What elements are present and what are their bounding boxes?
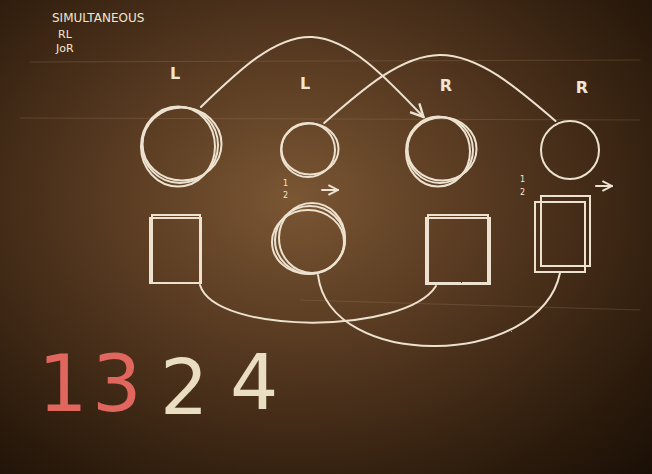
chalk-ring [143, 108, 222, 181]
arc-connector [324, 55, 555, 123]
side-letter: R [576, 80, 588, 96]
square-shape [535, 196, 590, 272]
order-number: 1 [38, 345, 88, 423]
chalk-smudge [20, 60, 640, 310]
note-text: RL [58, 29, 72, 40]
chalk-ring [141, 107, 215, 187]
direction-arrow [322, 189, 338, 191]
circle-node: R [541, 121, 599, 179]
step-mark: 2 [520, 189, 525, 197]
square-shape [426, 215, 490, 284]
pair-curve [318, 273, 560, 346]
note-text: SIMULTANEOUS [52, 12, 144, 24]
note-text: JoR [56, 43, 74, 54]
circle-outline [142, 107, 218, 183]
side-letter: L [170, 66, 180, 82]
side-letter: L [300, 76, 310, 92]
circle-outline [281, 123, 335, 177]
order-number: 2 [160, 350, 208, 426]
square-shape [150, 215, 201, 283]
circle-outline [407, 117, 473, 183]
circle-node: L [142, 107, 218, 183]
circle-outline [541, 121, 599, 179]
circle-node: L [281, 123, 335, 177]
side-letter: R [440, 78, 452, 94]
chalk-ring [541, 121, 599, 179]
order-number: 3 [92, 345, 142, 423]
direction-arrow [596, 185, 612, 187]
chalk-ring [408, 118, 477, 181]
order-number: 4 [230, 345, 278, 421]
step-mark: 1 [520, 176, 525, 184]
circle-node: R [407, 117, 473, 183]
pair-curve [200, 285, 436, 323]
circle-shape [272, 203, 345, 274]
chalk-ring [406, 117, 470, 187]
arc-connector [201, 37, 424, 117]
chalk-ring [282, 124, 339, 175]
step-mark: 2 [283, 192, 288, 200]
step-mark: 1 [283, 180, 288, 188]
